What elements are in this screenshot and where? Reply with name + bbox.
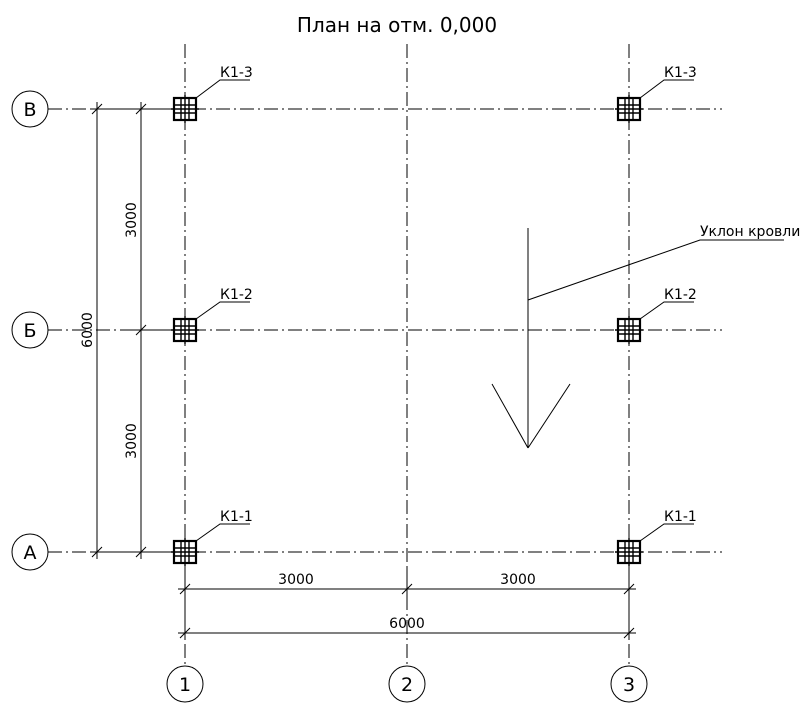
column-b-left: К1-2 [169, 287, 253, 346]
column-label: К1-2 [664, 287, 697, 303]
axis-label-3: 3 [623, 674, 635, 696]
axis-bubble-v: В [11, 90, 49, 128]
column-b-right: К1-2 [613, 287, 697, 346]
leader-line [639, 301, 694, 320]
slope-label: Уклон кровли [700, 224, 800, 240]
column-label: К1-1 [664, 509, 697, 525]
axis-bubble-3: 3 [610, 665, 648, 703]
dimension-text: 3000 [500, 572, 536, 588]
column-a-right: К1-1 [613, 509, 697, 568]
dimension-left-chain: 3000 3000 6000 [80, 102, 172, 559]
column-label: К1-3 [220, 65, 253, 81]
dimension-text: 3000 [278, 572, 314, 588]
axis-label-a: А [24, 542, 37, 564]
leader-line [195, 523, 250, 542]
leader-line [639, 523, 694, 542]
axis-bubble-2: 2 [388, 665, 426, 703]
column-v-right: К1-3 [613, 65, 697, 125]
column-label: К1-3 [664, 65, 697, 81]
axis-label-v: В [23, 99, 36, 121]
axis-label-2: 2 [401, 674, 413, 696]
axis-bubble-b: Б [11, 311, 49, 349]
column-v-left: К1-3 [169, 65, 253, 125]
column-a-left: К1-1 [169, 509, 253, 568]
dimension-text: 3000 [124, 423, 140, 459]
horizontal-axes [48, 108, 722, 553]
axis-label-1: 1 [179, 674, 191, 696]
dimension-bottom-chain: 3000 3000 6000 [178, 566, 636, 640]
dimension-text: 6000 [389, 616, 425, 632]
leader-line [195, 79, 250, 99]
drawing-title: План на отм. 0,000 [297, 13, 497, 37]
axis-label-b: Б [23, 320, 36, 342]
axis-bubble-a: А [11, 533, 49, 571]
leader-line [195, 301, 250, 320]
dimension-text: 6000 [80, 312, 96, 348]
slope-leader-line [527, 239, 784, 301]
roof-slope-arrow: Уклон кровли [491, 224, 800, 449]
column-label: К1-1 [220, 509, 253, 525]
column-label: К1-2 [220, 287, 253, 303]
leader-line [639, 79, 694, 99]
axis-bubble-1: 1 [166, 665, 204, 703]
dimension-text: 3000 [124, 202, 140, 238]
